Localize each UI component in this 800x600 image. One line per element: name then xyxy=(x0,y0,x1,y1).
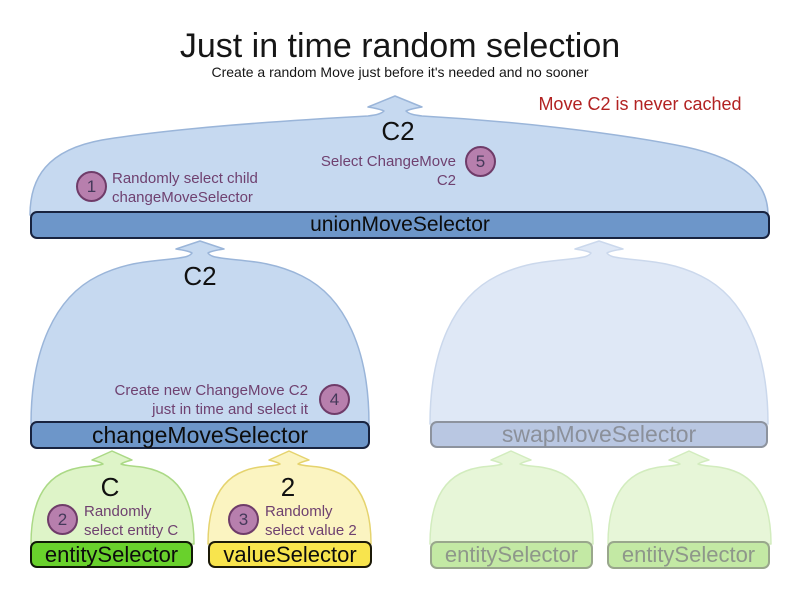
step3-line2: select value 2 xyxy=(265,522,357,539)
union-move-selector-bar: unionMoveSelector xyxy=(30,211,770,239)
step2-line1: Randomly xyxy=(84,503,152,520)
step1-line2: changeMoveSelector xyxy=(112,189,253,206)
faded-entity-selector-bar-right: entitySelector xyxy=(607,541,770,569)
step1-annotation: Randomly select child changeMoveSelector xyxy=(112,169,312,207)
swap-funnel-shape xyxy=(429,240,769,425)
step4-line2: just in time and select it xyxy=(152,401,308,418)
page-subtitle: Create a random Move just before it's ne… xyxy=(211,64,589,80)
union-output-label: C2 xyxy=(381,116,415,146)
never-cached-note: Move C2 is never cached xyxy=(538,94,742,114)
entity-output-label: C xyxy=(100,472,120,502)
step5-line1: Select ChangeMove C2 xyxy=(320,153,456,189)
page-title: Just in time random selection xyxy=(179,27,621,65)
change-move-selector-bar: changeMoveSelector xyxy=(30,421,370,449)
step4-line1: Create new ChangeMove C2 xyxy=(114,382,308,399)
step2-badge: 2 xyxy=(47,504,78,535)
step5-badge: 5 xyxy=(465,146,496,177)
step5-annotation: Select ChangeMove C2 xyxy=(300,152,456,190)
step2-line2: select entity C xyxy=(84,522,179,539)
faded-entity-selector-bar-left: entitySelector xyxy=(430,541,593,569)
swap-move-selector-bar: swapMoveSelector xyxy=(430,421,768,448)
faded-entity-funnel-right-shape xyxy=(607,450,772,545)
step2-annotation: Randomly select entity C xyxy=(84,502,214,540)
step4-badge: 4 xyxy=(319,384,350,415)
change-output-label: C2 xyxy=(183,261,217,291)
step4-annotation: Create new ChangeMove C2 just in time an… xyxy=(110,381,308,419)
faded-entity-funnel-left-shape xyxy=(429,450,594,545)
value-output-label: 2 xyxy=(280,472,296,502)
step3-badge: 3 xyxy=(228,504,259,535)
value-selector-bar: valueSelector xyxy=(208,541,372,568)
step1-line1: Randomly select child xyxy=(112,170,258,187)
union-funnel-shape xyxy=(29,95,769,216)
entity-selector-bar: entitySelector xyxy=(30,541,193,568)
step3-line1: Randomly xyxy=(265,503,333,520)
step1-badge: 1 xyxy=(76,171,107,202)
step3-annotation: Randomly select value 2 xyxy=(265,502,385,540)
